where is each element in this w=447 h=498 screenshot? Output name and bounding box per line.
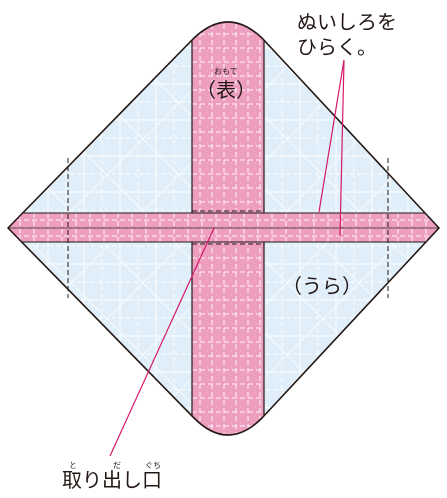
fabric-diagonal-line <box>435 22 439 435</box>
seam-allowance-strip <box>8 212 439 243</box>
back-label: （うら） <box>282 274 362 298</box>
opening-label-ruby-to: と <box>69 461 77 470</box>
opening-label: 取り出し口 <box>62 468 162 492</box>
seam-allowance-label-line2: ひらく。 <box>297 35 377 59</box>
stitch-lines <box>67 158 389 298</box>
fabric-diagonal-line <box>435 22 439 435</box>
front-label-ruby: おもて <box>214 67 238 76</box>
seam-allowance-label-line1: ぬいしろを <box>297 10 397 34</box>
opening-label-ruby-da: だ <box>113 461 121 470</box>
front-label: （表） <box>196 78 256 102</box>
pouch-outline <box>7 21 440 436</box>
opening-label-ruby-guchi: ぐち <box>145 461 161 470</box>
leader-lines <box>109 59 345 457</box>
fabric-diagonal-line <box>8 22 355 435</box>
